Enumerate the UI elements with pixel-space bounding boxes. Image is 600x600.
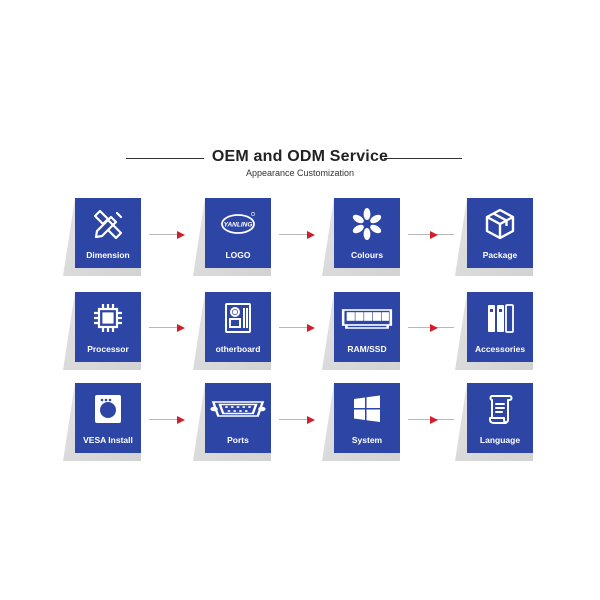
tile-ports: Ports <box>193 383 283 461</box>
pencil-ruler-icon <box>93 209 123 240</box>
logo-text: YANLING <box>224 222 253 229</box>
tile-label: System <box>351 435 383 445</box>
flow-arrow <box>279 230 323 240</box>
flow-arrow <box>408 323 458 333</box>
flow-arrow <box>408 415 458 425</box>
windows-icon <box>354 395 380 422</box>
tile-label: Package <box>482 250 518 260</box>
tile-label: Dimension <box>86 250 130 260</box>
cpu-chip-icon <box>94 304 122 332</box>
motherboard-icon <box>225 303 251 333</box>
tile-package: Package <box>455 198 545 276</box>
tile-dimension: Dimension <box>63 198 153 276</box>
flow-arrow <box>149 323 193 333</box>
yanling-logo-icon: YANLING <box>221 212 255 234</box>
flow-arrow <box>149 230 193 240</box>
page-subtitle: Appearance Customization <box>245 168 355 178</box>
flow-arrow <box>408 230 458 240</box>
title-line-left <box>126 158 204 159</box>
tile-label: VESA Install <box>83 435 133 445</box>
box-icon <box>485 208 515 240</box>
tile-logo: YANLING LOGO <box>193 198 283 276</box>
tile-label: Accessories <box>474 344 526 354</box>
tile-label: Language <box>479 435 521 445</box>
tile-colours: Colours <box>322 198 412 276</box>
tile-processor: Processor <box>63 292 153 370</box>
title-line-right <box>384 158 462 159</box>
tile-ram-ssd: RAM/SSD <box>322 292 412 370</box>
tile-system: System <box>322 383 412 461</box>
flow-arrow <box>149 415 193 425</box>
accessories-icon <box>488 304 514 333</box>
tile-label: LOGO <box>225 250 251 260</box>
tile-label: Colours <box>350 250 384 260</box>
tile-vesa-install: VESA Install <box>63 383 153 461</box>
tile-accessories: Accessories <box>455 292 545 370</box>
tile-label: RAM/SSD <box>347 344 387 354</box>
vesa-mount-icon <box>95 395 121 423</box>
ram-module-icon <box>341 309 393 329</box>
tile-motherboard: otherboard <box>193 292 283 370</box>
flow-arrow <box>279 323 323 333</box>
scroll-icon <box>489 395 513 424</box>
tile-label: Processor <box>87 344 129 354</box>
flower-icon <box>352 208 382 240</box>
page-title: OEM and ODM Service <box>211 148 389 165</box>
tile-label: Ports <box>227 435 249 445</box>
vga-port-icon <box>210 401 266 417</box>
tile-label: otherboard <box>215 344 261 354</box>
flow-arrow <box>279 415 323 425</box>
tile-language: Language <box>455 383 545 461</box>
